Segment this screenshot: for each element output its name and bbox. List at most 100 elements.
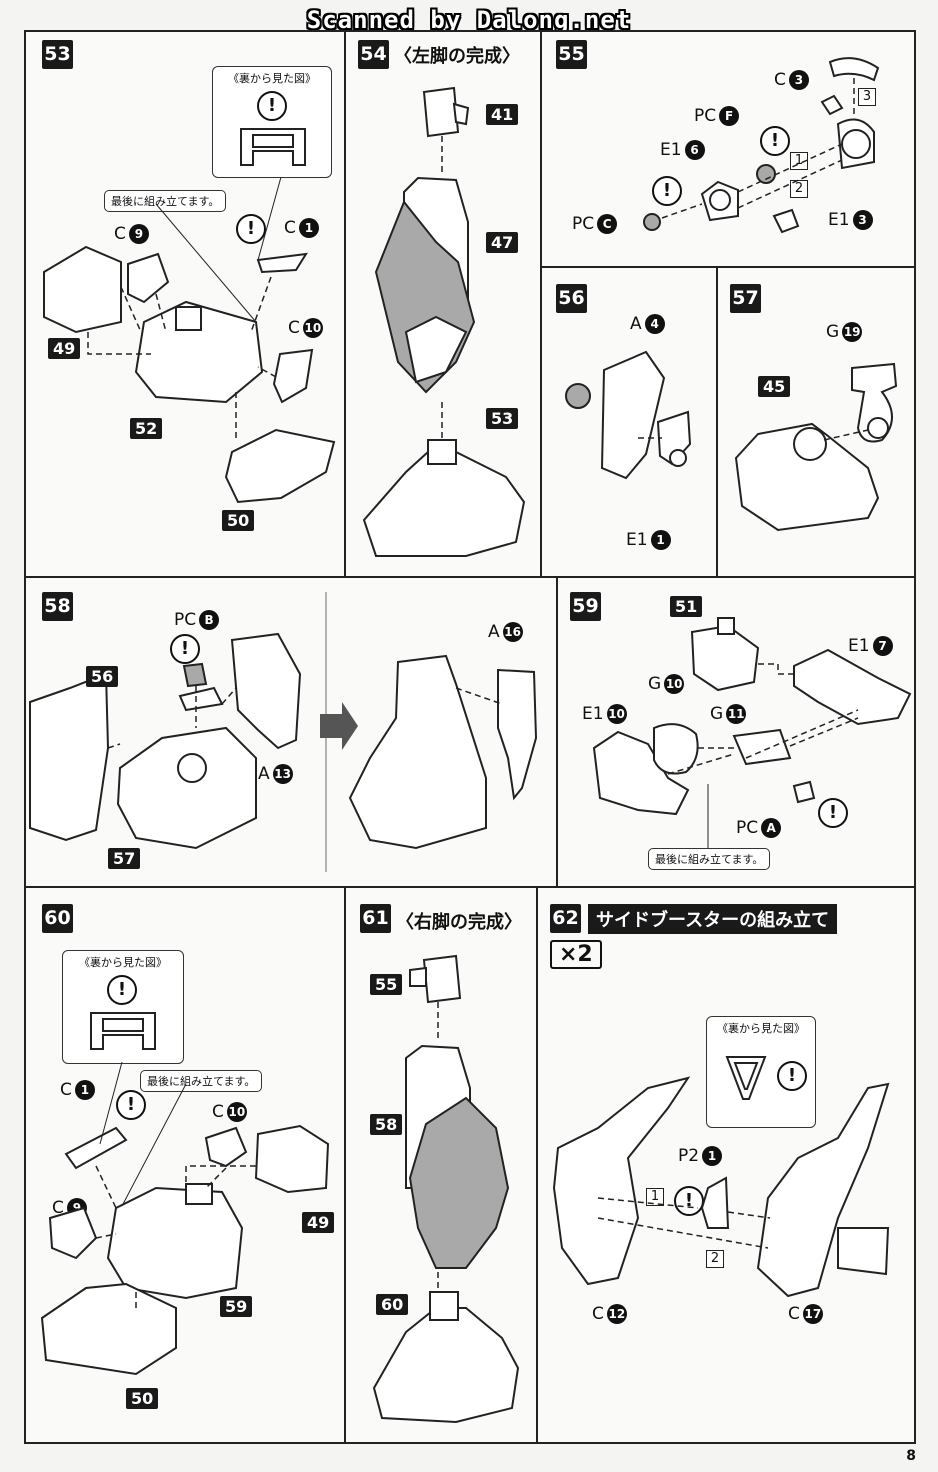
step-number: 56 xyxy=(556,284,587,313)
step-60-assembly-drawing xyxy=(40,1061,330,1376)
part-label-pcA: PC A xyxy=(736,818,782,838)
part-label-c1: C 1 xyxy=(60,1080,95,1100)
part-label-c10: C 10 xyxy=(288,318,323,338)
step-number: 57 xyxy=(730,284,761,313)
step-number: 58 xyxy=(42,592,73,621)
back-view-callout: 《裏から見た図》 ! xyxy=(62,950,184,1064)
part-tag: 45 xyxy=(758,376,791,397)
caution-icon: ! xyxy=(652,176,682,206)
step-56-panel: 56 A 4 E1 1 xyxy=(540,266,718,578)
step-number: 60 xyxy=(42,904,73,933)
part-label-a13: A 13 xyxy=(258,764,293,784)
part-label-e110: E1 10 xyxy=(582,704,627,724)
back-view-part-drawing xyxy=(90,1012,156,1050)
caution-icon: ! xyxy=(116,1090,146,1120)
order-number: 2 xyxy=(790,180,808,198)
callout-title: 《裏から見た図》 xyxy=(717,1022,805,1035)
step-62-assembly-drawing xyxy=(552,1076,890,1298)
part-tag: 49 xyxy=(302,1212,335,1233)
caution-icon: ! xyxy=(818,798,848,828)
caution-icon: ! xyxy=(674,1186,704,1216)
step-number: 59 xyxy=(570,592,601,621)
part-label-g11: G 11 xyxy=(710,704,747,724)
part-tag: 49 xyxy=(48,338,81,359)
step-59-panel: 59 E1 7 G 10 E1 10 G 11 PC A ! 最後に組み立てます… xyxy=(556,576,916,888)
step-number: 61 xyxy=(360,904,391,933)
step-55-assembly-drawing xyxy=(643,57,880,234)
part-label-e11: E1 1 xyxy=(626,530,671,550)
part-label-c17: C 17 xyxy=(788,1304,823,1324)
part-tag: 41 xyxy=(486,104,519,125)
caution-icon: ! xyxy=(107,975,137,1005)
step-61-panel: 61 〈右脚の完成〉 55 58 60 xyxy=(344,886,538,1444)
order-number: 3 xyxy=(858,88,876,106)
caution-icon: ! xyxy=(170,634,200,664)
scan-watermark: Scanned by Dalong.net xyxy=(306,6,632,34)
step-60-panel: 60 《裏から見た図》 ! 最後に組み立てます。 ! C 1 C 10 C 9 xyxy=(24,886,346,1444)
part-label-c10: C 10 xyxy=(212,1102,247,1122)
back-view-part-drawing xyxy=(725,1056,767,1100)
back-view-part-drawing xyxy=(240,128,306,166)
part-label-g19: G 19 xyxy=(826,322,863,342)
part-tag: 47 xyxy=(486,232,519,253)
step-title: 〈右脚の完成〉 xyxy=(396,912,522,933)
order-number: 1 xyxy=(646,1188,664,1206)
caution-icon: ! xyxy=(236,214,266,244)
step-number: 53 xyxy=(42,40,73,69)
step-57-assembly-drawing xyxy=(734,362,898,532)
step-57-panel: 57 G 19 45 xyxy=(716,266,916,578)
part-label-pcB: PC B xyxy=(174,610,220,630)
step-62-panel: 62 サイドブースターの組み立て ×2 《裏から見た図》 ! P2 1 ! 1 … xyxy=(536,886,916,1444)
part-tag: 58 xyxy=(370,1114,403,1135)
part-tag: 55 xyxy=(370,974,403,995)
step-title: サイドブースターの組み立て xyxy=(588,904,838,934)
part-label-pcC: PC C xyxy=(572,214,618,234)
part-label-a4: A 4 xyxy=(630,314,665,334)
callout-title: 《裏から見た図》 xyxy=(79,956,167,969)
page-number: 8 xyxy=(906,1448,916,1464)
back-view-callout: 《裏から見た図》 ! xyxy=(212,66,332,178)
caution-icon: ! xyxy=(777,1061,807,1091)
assemble-last-note: 最後に組み立てます。 xyxy=(104,190,227,212)
part-tag: 53 xyxy=(486,408,519,429)
part-tag: 51 xyxy=(670,596,703,617)
part-label-c1: C 1 xyxy=(284,218,319,238)
part-tag: 57 xyxy=(108,848,141,869)
callout-title: 《裏から見た図》 xyxy=(228,72,316,85)
step-number: 54 xyxy=(358,40,389,69)
part-label-c12: C 12 xyxy=(592,1304,627,1324)
step-title: 〈左脚の完成〉 xyxy=(394,46,520,67)
part-tag: 56 xyxy=(86,666,119,687)
part-tag: 50 xyxy=(222,510,255,531)
step-58-assembly-drawing xyxy=(29,592,538,872)
assemble-last-note: 最後に組み立てます。 xyxy=(140,1070,263,1092)
step-number: 62 xyxy=(550,904,581,933)
part-label-c9: C 9 xyxy=(114,224,149,244)
step-59-assembly-drawing xyxy=(592,617,912,848)
step-54-panel: 54 〈左脚の完成〉 41 47 53 xyxy=(344,30,542,578)
part-tag: 50 xyxy=(126,1388,159,1409)
part-tag: 60 xyxy=(376,1294,409,1315)
caution-icon: ! xyxy=(760,126,790,156)
assemble-last-note: 最後に組み立てます。 xyxy=(648,848,771,870)
part-label-pcF: PC F xyxy=(694,106,740,126)
step-53-assembly-drawing xyxy=(43,176,336,504)
part-label-e17: E1 7 xyxy=(848,636,893,656)
step-58-panel: 58 PC B ! A 13 A 16 56 57 xyxy=(24,576,558,888)
order-number: 2 xyxy=(706,1250,724,1268)
left-leg-drawing xyxy=(362,86,526,557)
part-tag: 59 xyxy=(220,1296,253,1317)
part-tag: 52 xyxy=(130,418,163,439)
step-53-panel: 53 《裏から見た図》 ! 最後に組み立てます。 ! C 9 C 1 C 10 xyxy=(24,30,346,578)
right-leg-drawing xyxy=(372,954,520,1424)
part-label-e13: E1 3 xyxy=(828,210,873,230)
part-label-e16: E1 6 xyxy=(660,140,705,160)
step-55-panel: 55 C 3 PC F E1 6 PC C E1 3 ! ! 1 2 3 xyxy=(540,30,916,268)
step-number: 55 xyxy=(556,40,587,69)
part-label-c3: C 3 xyxy=(774,70,809,90)
back-view-callout: 《裏から見た図》 ! xyxy=(706,1016,816,1128)
part-label-g10: G 10 xyxy=(648,674,685,694)
caution-icon: ! xyxy=(257,91,287,121)
step-56-assembly-drawing xyxy=(565,350,692,480)
part-label-a16: A 16 xyxy=(488,622,523,642)
